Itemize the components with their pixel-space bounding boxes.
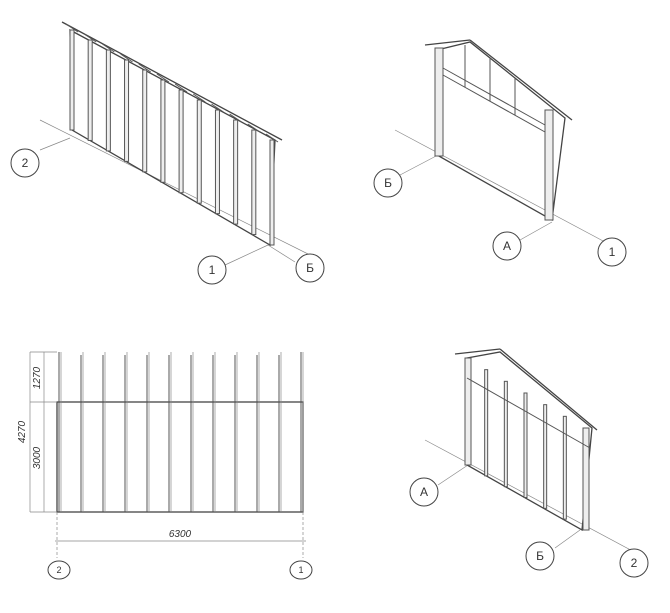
rafter-stub — [192, 93, 206, 103]
stud — [69, 29, 75, 131]
rafter-stub — [120, 53, 133, 63]
stud — [269, 139, 275, 246]
rafter-stub — [138, 63, 152, 73]
stud — [87, 39, 93, 141]
rafter — [469, 39, 573, 121]
rafter-stub — [211, 103, 224, 113]
rafter-stub — [65, 23, 79, 33]
dimension-width: 6300 — [169, 529, 192, 540]
elevation-view: 4270 1270 3000 6300 2 1 — [17, 351, 313, 580]
leader-line — [554, 529, 581, 549]
axis-marker — [525, 541, 555, 571]
axis-marker — [47, 560, 71, 580]
axis-label: 2 — [631, 556, 638, 570]
axis-marker — [492, 231, 522, 261]
grid-axis-line — [394, 129, 621, 251]
wall-frame — [56, 401, 304, 513]
stud — [464, 357, 472, 466]
rafter-stub — [229, 113, 242, 123]
isometric-gable-end-view: Б А 1 — [373, 39, 627, 267]
axis-marker — [619, 548, 649, 578]
axis-marker — [295, 253, 325, 283]
axis-marker — [373, 168, 403, 198]
stud — [233, 119, 239, 225]
rafter-stub — [265, 133, 279, 143]
stud — [251, 129, 257, 236]
stud — [484, 369, 489, 477]
leader-line — [437, 464, 469, 486]
axis-label: 1 — [609, 245, 616, 259]
axis-marker — [197, 255, 227, 285]
axis-marker — [597, 237, 627, 267]
leader-line — [224, 244, 269, 266]
isometric-gable-corner-view: А Б 2 — [409, 348, 649, 578]
axis-label: Б — [306, 261, 314, 275]
rafter-stub — [156, 73, 170, 83]
axis-label: 2 — [22, 156, 29, 170]
axis-label: Б — [384, 176, 392, 190]
axis-label: А — [420, 485, 428, 499]
stud — [543, 404, 548, 509]
rafter-stub — [83, 33, 97, 43]
grid-axis-line — [39, 119, 311, 256]
axis-label: 2 — [56, 565, 61, 575]
ridge-beam — [424, 39, 471, 46]
isometric-long-wall-view: 2 1 Б — [10, 21, 325, 285]
studs — [65, 23, 279, 246]
leader-line — [39, 137, 71, 151]
corner-post — [544, 109, 554, 221]
corner-post — [434, 47, 444, 157]
leader-line — [399, 154, 439, 176]
stud — [142, 69, 148, 173]
top-plate — [61, 21, 283, 141]
dimension-gable-height: 1270 — [32, 366, 43, 389]
ridge-beam — [454, 348, 501, 355]
header-beam — [442, 67, 546, 126]
axis-marker — [409, 477, 439, 507]
dimension-total-height: 4270 — [17, 420, 28, 443]
axis-marker — [289, 560, 313, 580]
grid-axis-line — [424, 439, 641, 556]
stud — [523, 392, 528, 498]
rafter-stub — [174, 83, 188, 93]
stud — [196, 99, 202, 204]
studs — [58, 352, 304, 512]
axis-label: Б — [536, 549, 544, 563]
axis-marker — [10, 148, 40, 178]
stud — [214, 109, 220, 215]
axis-label: 1 — [298, 565, 303, 575]
stud — [124, 59, 130, 162]
stud — [562, 415, 567, 520]
axis-label: 1 — [209, 263, 216, 277]
rafter-stub — [247, 123, 261, 133]
studs — [464, 357, 590, 531]
wall-frame — [69, 28, 276, 247]
header-beam — [442, 74, 546, 133]
leader-line — [519, 221, 553, 241]
stud — [105, 49, 111, 152]
rafter — [499, 348, 598, 431]
stud — [582, 427, 590, 531]
stud — [178, 89, 184, 194]
top-plate — [466, 377, 591, 449]
stud — [503, 380, 508, 488]
dimension-wall-height: 3000 — [32, 446, 43, 469]
axis-label: А — [503, 239, 511, 253]
stud — [160, 79, 166, 183]
rafter-stub — [102, 43, 115, 53]
leader-line — [267, 244, 296, 263]
